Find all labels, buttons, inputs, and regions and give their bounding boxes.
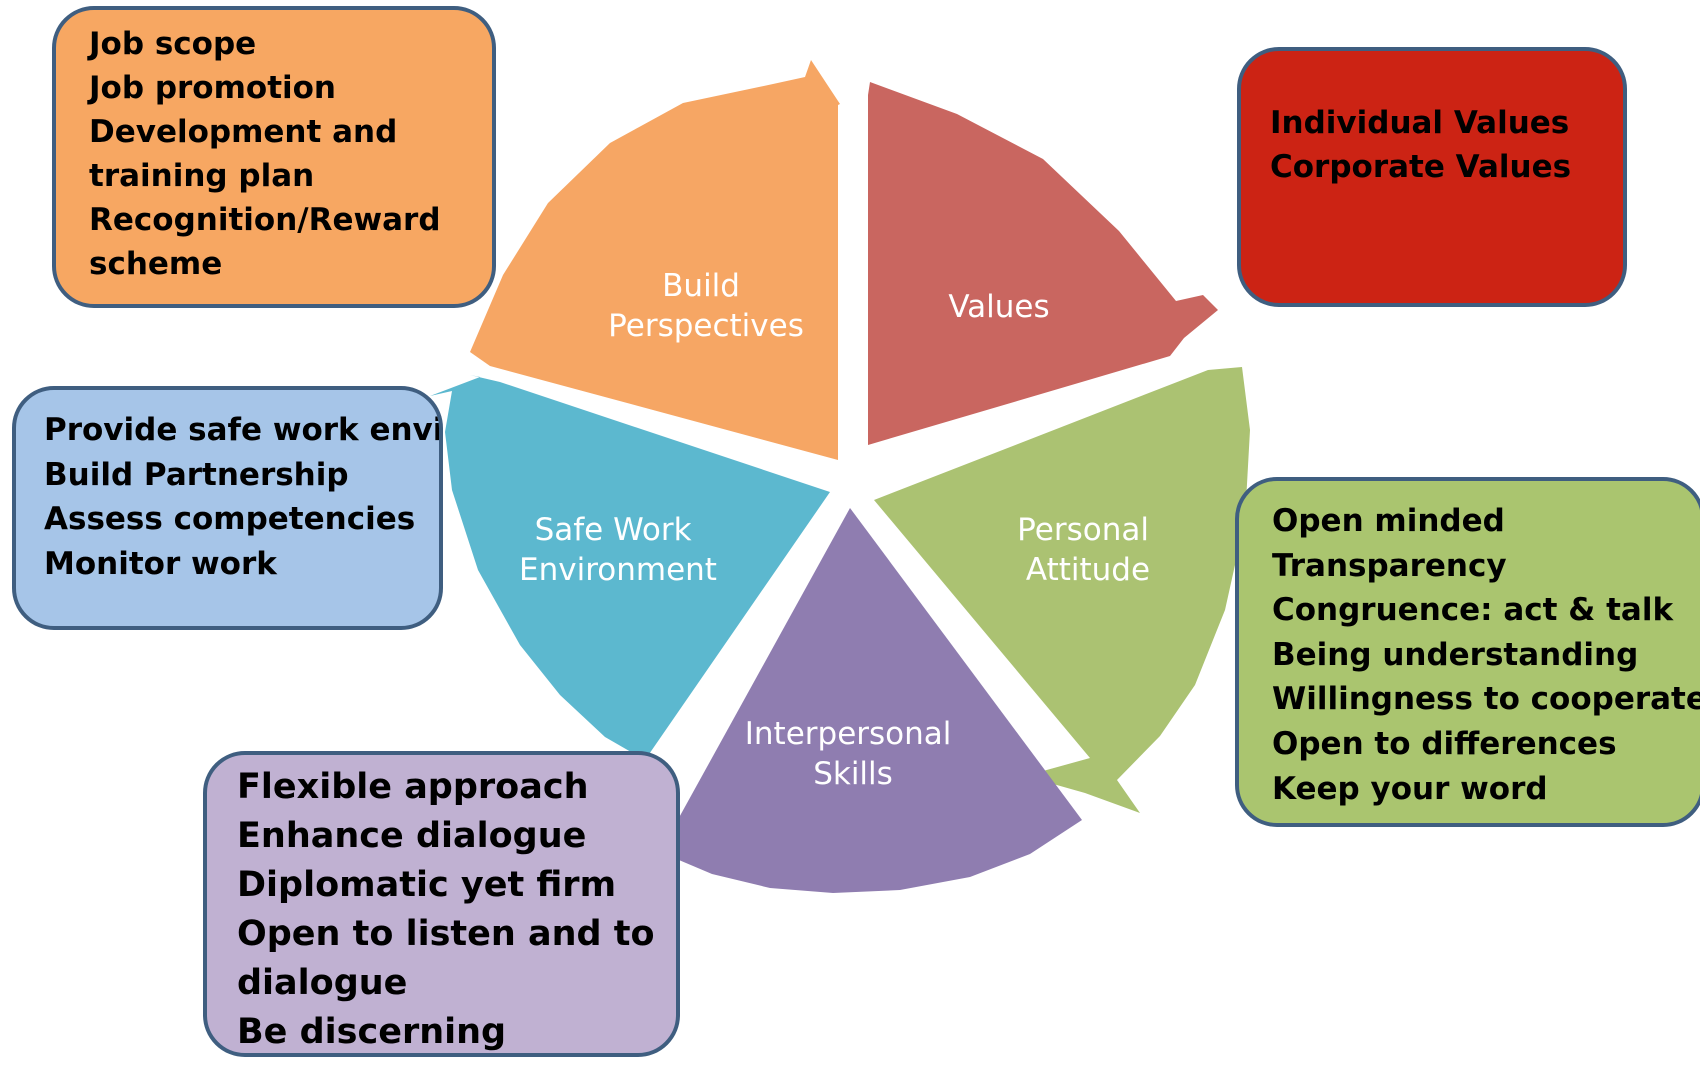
list-item: Be discerning [237,1012,507,1052]
list-item: Enhance dialogue [237,816,587,856]
box-safe-list: Provide safe work environment Build Part… [44,408,443,586]
box-values: Individual Values Corporate Values [1237,47,1627,307]
list-item: Congruence: act & talk [1272,592,1674,629]
box-values-list: Individual Values Corporate Values [1270,101,1613,189]
box-build-perspectives: Job scope Job promotion Development and … [52,6,496,308]
list-item: Recognition/Reward scheme [89,202,441,282]
list-item: Monitor work [44,545,277,582]
segment-label-safe: Safe Work Environment [519,512,717,588]
list-item: Assess competencies [44,501,416,537]
list-item: Job promotion [89,70,337,106]
list-item: Open minded [1272,503,1505,539]
segment-label-interpersonal: Interpersonal Skills [745,716,962,792]
list-item: Open to differences [1272,725,1617,762]
segment-attitude [874,367,1250,813]
list-item: Provide safe work environment [44,412,443,448]
list-item: Flexible approach [237,767,589,807]
list-item: Job scope [89,26,257,62]
segment-label-values: Values [948,289,1049,325]
box-attitude-list: Open minded Transparency Congruence: act… [1272,499,1700,811]
segment-interpersonal [660,508,1082,893]
list-item: Transparency [1272,547,1507,584]
segment-build [470,60,840,460]
box-build-list: Job scope Job promotion Development and … [89,22,482,286]
box-safe-work-environment: Provide safe work environment Build Part… [12,386,443,630]
segment-values [868,82,1218,445]
list-item: Diplomatic yet firm [237,865,617,905]
box-interpersonal-list: Flexible approach Enhance dialogue Diplo… [237,763,666,1053]
list-item: Open to listen and to dialogue [237,914,655,1003]
box-personal-attitude: Open minded Transparency Congruence: act… [1235,477,1700,827]
segment-label-attitude: Personal Attitude [1017,512,1159,588]
list-item: Build Partnership [44,456,349,493]
segment-label-build: Build Perspectives [608,268,804,344]
list-item: Individual Values [1270,105,1570,141]
list-item: Corporate Values [1270,149,1572,185]
list-item: Development and training plan [89,114,398,194]
list-item: Willingness to cooperate [1272,681,1700,718]
segment-safe [430,375,830,760]
list-item: Being understanding [1272,636,1639,673]
box-interpersonal-skills: Flexible approach Enhance dialogue Diplo… [203,751,680,1057]
list-item: Keep your word [1272,770,1548,807]
